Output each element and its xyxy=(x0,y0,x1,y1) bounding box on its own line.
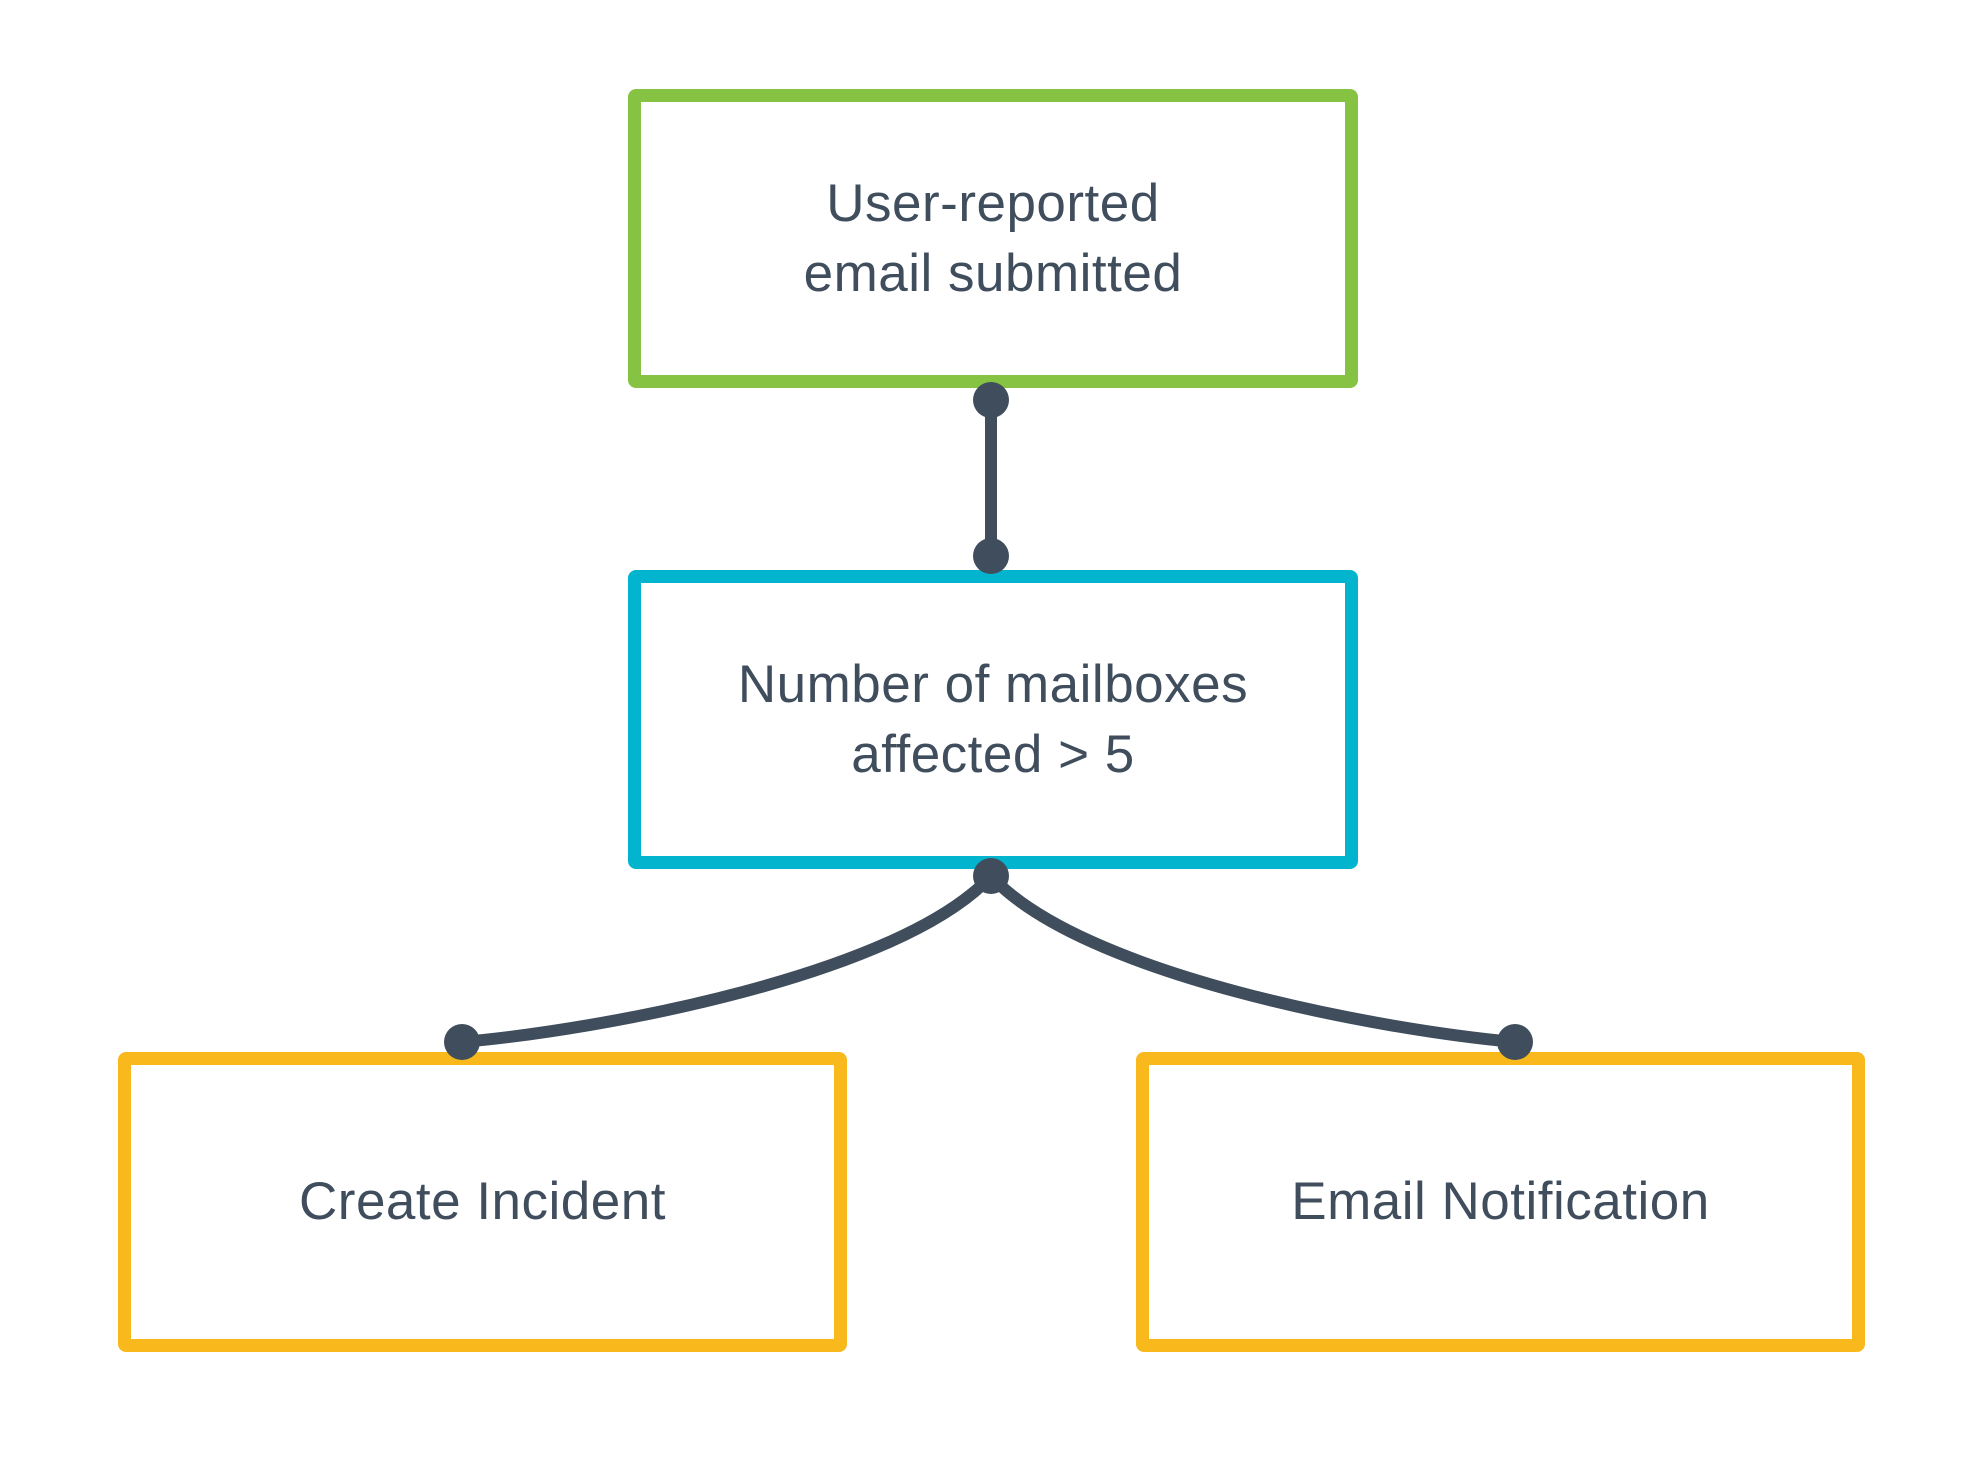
create-incident-label: Create Incident xyxy=(299,1172,666,1231)
trigger-node[interactable]: User-reported email submitted xyxy=(628,89,1358,388)
create-incident-node[interactable]: Create Incident xyxy=(118,1052,847,1352)
condition-label-line-2: affected > 5 xyxy=(851,724,1135,784)
condition-node[interactable]: Number of mailboxes affected > 5 xyxy=(628,570,1358,869)
connector-condition-to-incident xyxy=(456,870,997,1048)
trigger-node-text: User-reported email submitted xyxy=(804,169,1183,309)
email-notification-label: Email Notification xyxy=(1291,1172,1710,1231)
condition-label-line-1: Number of mailboxes xyxy=(737,654,1249,714)
email-notification-node[interactable]: Email Notification xyxy=(1136,1052,1865,1352)
condition-node-text: Number of mailboxes affected > 5 xyxy=(738,650,1248,790)
connector-condition-to-notification xyxy=(985,870,1521,1048)
trigger-label-line-1: User-reported xyxy=(826,173,1160,233)
trigger-label-line-2: email submitted xyxy=(803,243,1183,303)
